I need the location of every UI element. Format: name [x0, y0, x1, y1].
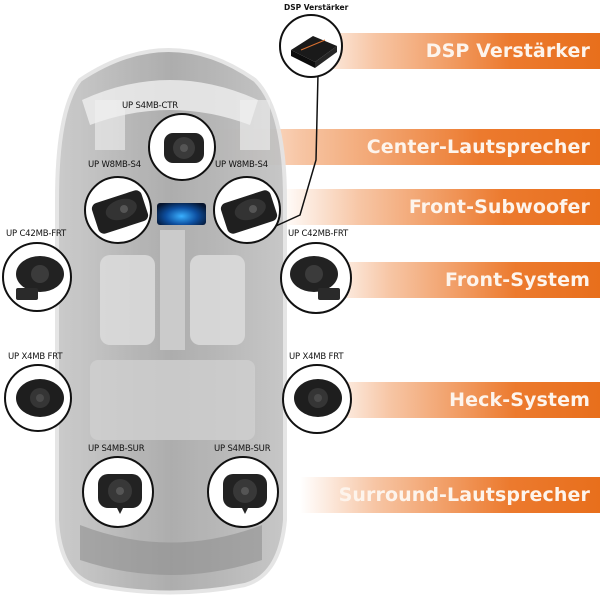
component-label-surround-left: UP S4MB-SUR [88, 444, 145, 454]
component-label-surround-right: UP S4MB-SUR [214, 444, 271, 454]
component-circle-dsp [279, 14, 343, 78]
component-circle-rear-left [4, 364, 72, 432]
component-circle-sub-right [213, 176, 281, 244]
category-label-rear-system: Heck-System [449, 389, 590, 411]
component-circle-surround-right [207, 456, 279, 528]
category-bar-front-system: Front-System [320, 262, 600, 298]
component-label-sub-left: UP W8MB-S4 [88, 160, 141, 170]
component-circle-front-right [280, 242, 352, 314]
front-seat-left [100, 255, 155, 345]
dashboard-screen [157, 203, 206, 225]
category-bar-dsp: DSP Verstärker [300, 33, 600, 69]
category-label-dsp: DSP Verstärker [425, 40, 590, 62]
component-circle-rear-right [282, 364, 352, 434]
component-label-dsp: DSP Verstärker [284, 3, 349, 12]
category-label-center: Center-Lautsprecher [366, 136, 590, 158]
component-label-rear-right: UP X4MB FRT [289, 352, 344, 362]
front-seat-right [190, 255, 245, 345]
component-label-center: UP S4MB-CTR [122, 101, 178, 111]
component-circle-front-left [2, 242, 72, 312]
windshield [82, 80, 258, 125]
dsp-amplifier-icon [291, 36, 337, 62]
category-label-front-system: Front-System [444, 269, 590, 291]
component-label-sub-right: UP W8MB-S4 [215, 160, 268, 170]
component-label-front-right: UP C42MB-FRT [288, 229, 349, 239]
component-circle-surround-left [82, 456, 154, 528]
rear-window [80, 525, 262, 575]
component-label-rear-left: UP X4MB FRT [8, 352, 63, 362]
component-circle-center [148, 113, 216, 181]
rear-bench [90, 360, 255, 440]
category-label-front-subwoofer: Front-Subwoofer [408, 196, 590, 218]
category-bar-surround: Surround-Lautsprecher [300, 477, 600, 513]
category-label-surround: Surround-Lautsprecher [338, 484, 590, 506]
category-bar-rear-system: Heck-System [320, 382, 600, 418]
category-bar-front-subwoofer: Front-Subwoofer [280, 189, 600, 225]
component-circle-sub-left [84, 176, 152, 244]
component-label-front-left: UP C42MB-FRT [6, 229, 67, 239]
center-console [160, 230, 185, 350]
